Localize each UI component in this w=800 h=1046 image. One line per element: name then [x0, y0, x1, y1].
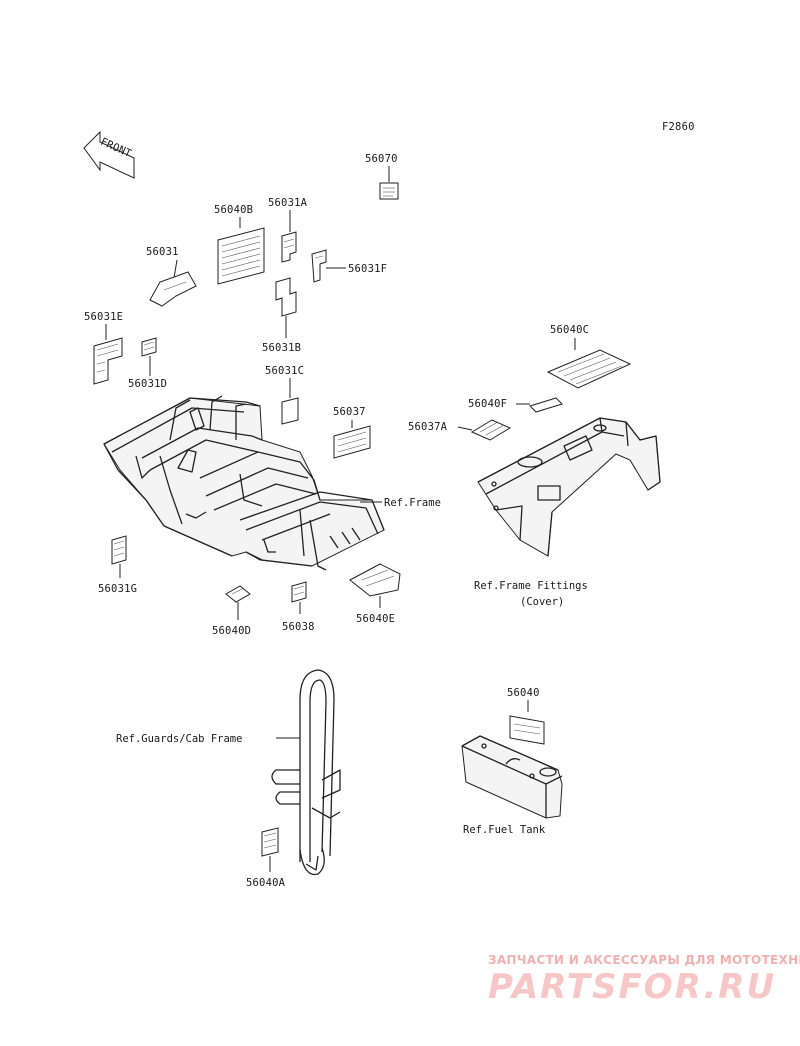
decal-56031G: 56031G	[98, 535, 137, 595]
decal-56037: 56037	[333, 406, 371, 459]
label-56040A: 56040A	[246, 877, 286, 889]
decal-56031C: 56031C	[265, 365, 304, 425]
label-56031: 56031	[146, 246, 179, 258]
decal-56031: 56031	[146, 246, 197, 307]
label-56031C: 56031C	[265, 365, 304, 377]
label-56040: 56040	[507, 687, 540, 699]
label-56040E: 56040E	[356, 613, 395, 625]
decal-56070: 56070	[365, 153, 399, 200]
ref-guards: Ref.Guards/Cab Frame	[116, 733, 242, 745]
label-56040F: 56040F	[468, 398, 507, 410]
decal-56031A: 56031A	[268, 197, 308, 263]
decal-56031E: 56031E	[84, 311, 123, 385]
decal-56031D: 56031D	[128, 337, 167, 390]
decal-56031F: 56031F	[311, 249, 387, 283]
label-56031A: 56031A	[268, 197, 308, 209]
decal-56040A: 56040A	[246, 827, 286, 889]
label-56031F: 56031F	[348, 263, 387, 275]
label-56031D: 56031D	[128, 378, 167, 390]
frame-drawing	[103, 395, 385, 571]
decal-56040: 56040	[507, 687, 545, 745]
label-56040D: 56040D	[212, 625, 251, 637]
watermark-tagline: ЗАПЧАСТИ И АКСЕССУАРЫ ДЛЯ МОТОТЕХНИКИ	[488, 953, 800, 967]
decal-56040C: 56040C	[546, 324, 632, 389]
ref-frame-fittings: Ref.Frame Fittings	[474, 580, 588, 592]
figure-code: F2860	[662, 121, 695, 133]
cover-drawing	[477, 417, 661, 557]
label-56038: 56038	[282, 621, 315, 633]
decal-56040D: 56040D	[212, 585, 251, 637]
decal-56040E: 56040E	[349, 563, 401, 625]
guard-drawing	[271, 669, 341, 876]
label-56031G: 56031G	[98, 583, 137, 595]
label-56037: 56037	[333, 406, 366, 418]
decal-56040F: 56040F	[468, 397, 563, 413]
label-56037A: 56037A	[408, 421, 448, 433]
decal-56038: 56038	[282, 581, 315, 633]
label-56040B: 56040B	[214, 204, 253, 216]
label-56040C: 56040C	[550, 324, 589, 336]
watermark-logo: PARTSFOR.RU	[488, 967, 776, 1007]
ref-frame-fittings-sub: (Cover)	[520, 596, 564, 608]
label-56070: 56070	[365, 153, 398, 165]
ref-fuel-tank: Ref.Fuel Tank	[463, 824, 546, 836]
decal-56031B: 56031B	[262, 277, 301, 354]
decal-56037A: 56037A	[408, 419, 512, 441]
label-56031E: 56031E	[84, 311, 123, 323]
front-arrow-icon: FRONT	[83, 130, 135, 179]
decal-56040B: 56040B	[214, 204, 265, 285]
fuel-tank-drawing	[461, 735, 563, 819]
ref-frame: Ref.Frame	[384, 497, 441, 509]
label-56031B: 56031B	[262, 342, 301, 354]
